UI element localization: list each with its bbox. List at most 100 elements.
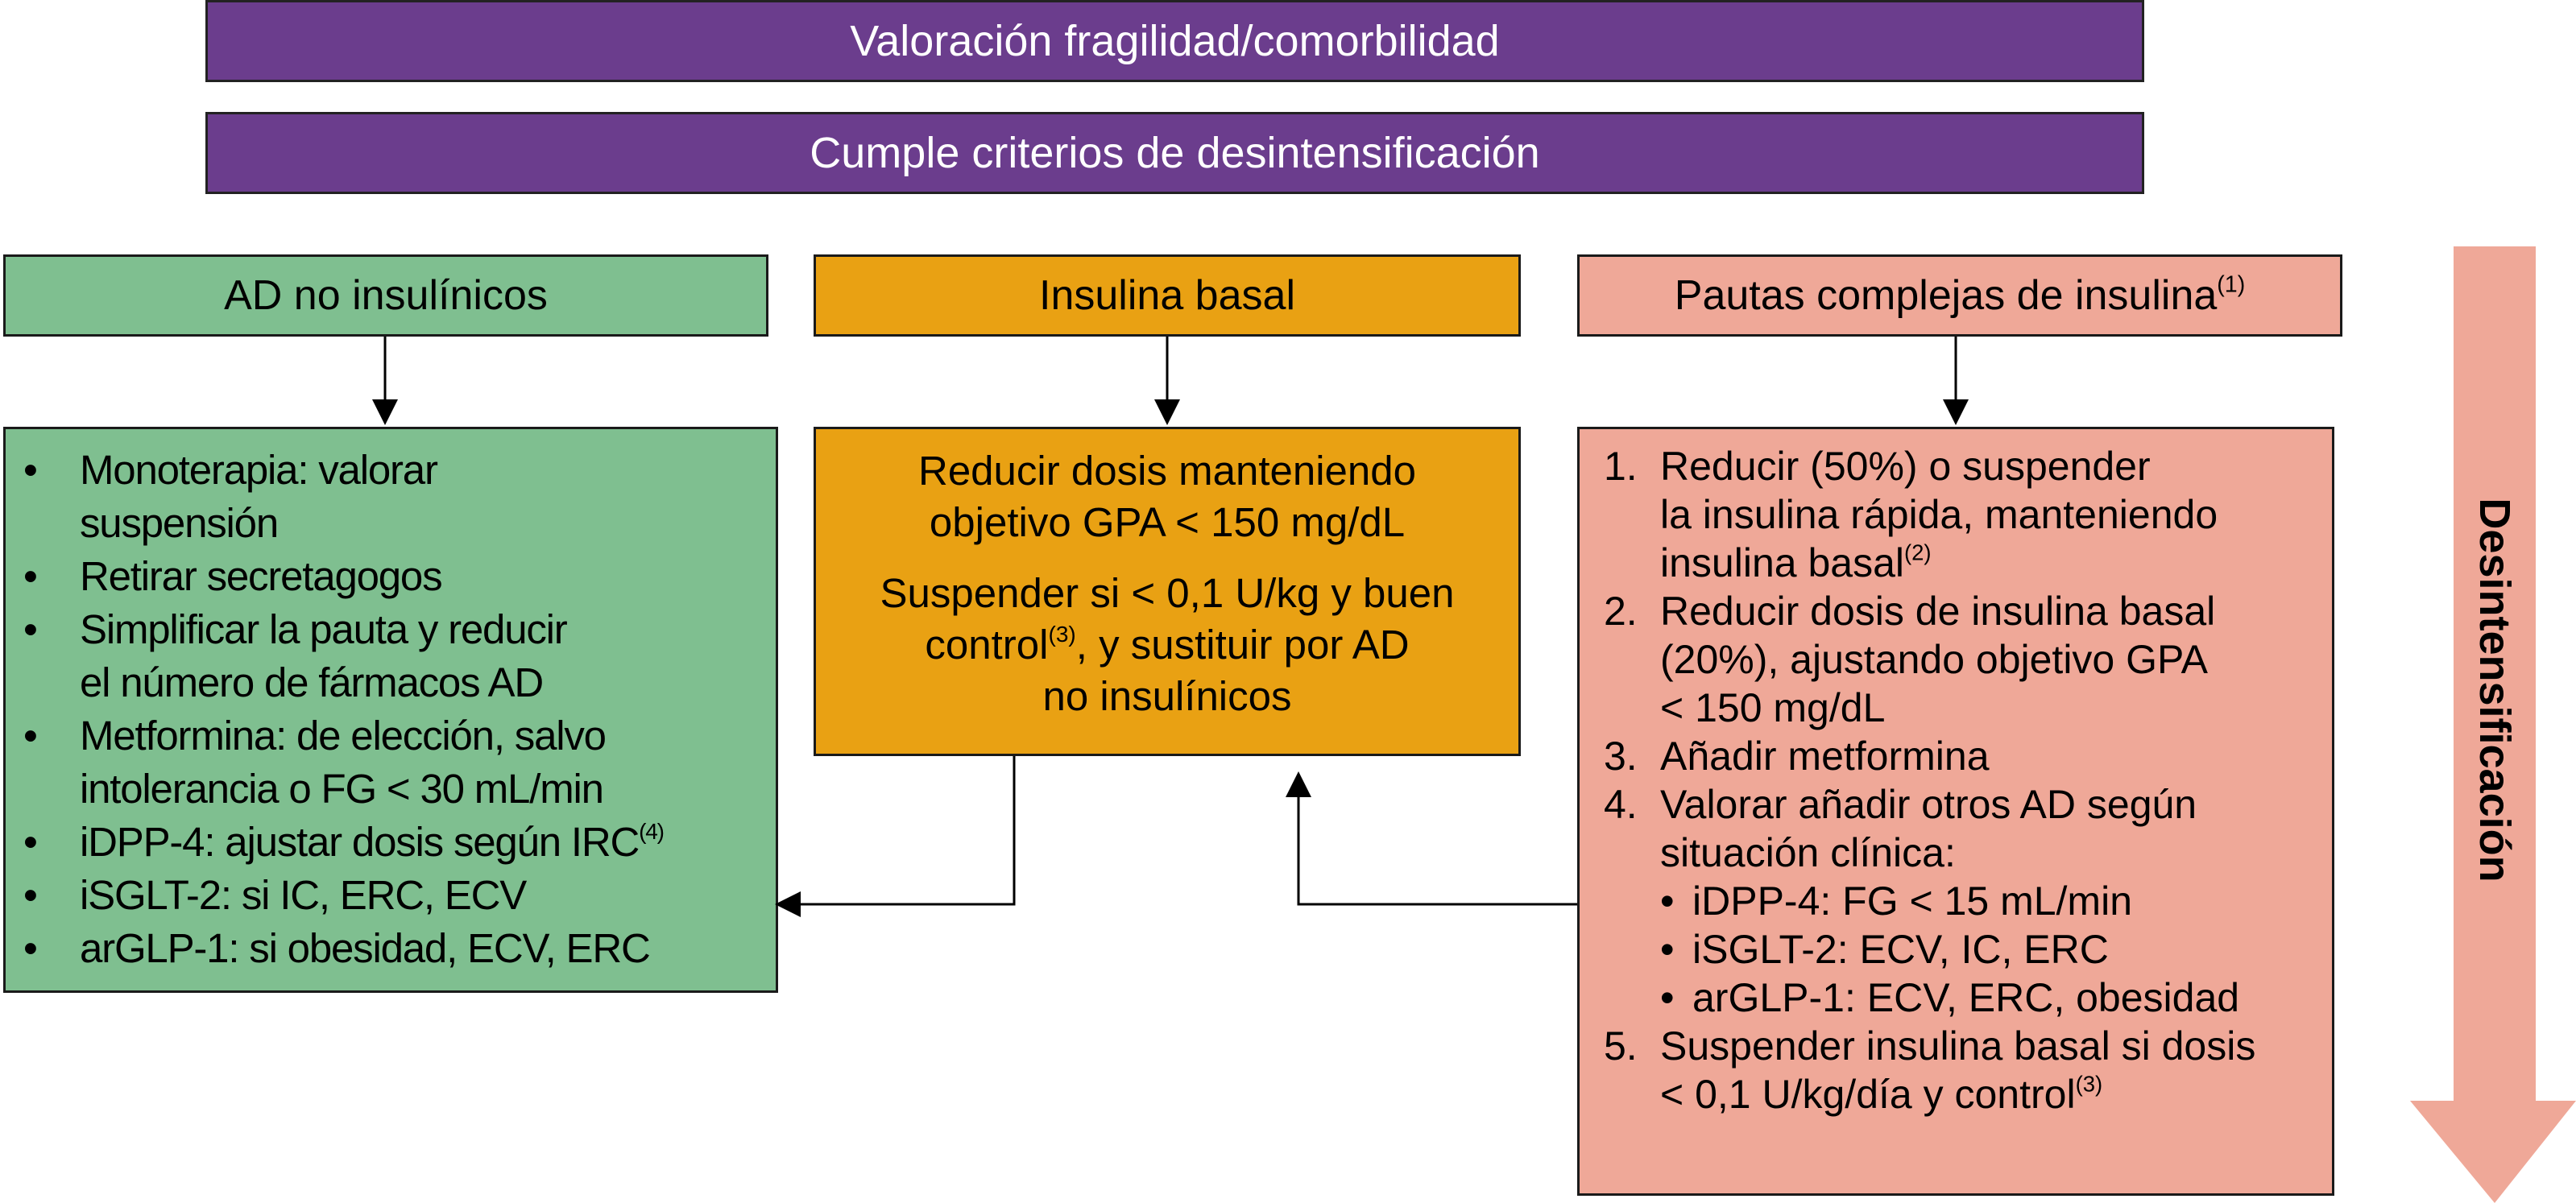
deintensification-label: Desintensificación [2470,498,2519,883]
connector-pink-to-orange [1297,796,1577,906]
complex-insulin-header-label: Pautas complejas de insulina(1) [1675,271,2245,320]
sub-item: • iSGLT-2: ECV, IC, ERC [1660,925,2332,974]
text-line: situación clínica: [1660,829,2332,877]
list-item: • arGLP-1: si obesidad, ECV, ERC [23,922,776,975]
frailty-assessment-label: Valoración fragilidad/comorbilidad [850,17,1500,65]
text-segment: iSGLT-2: si IC, ERC, ECV [80,872,527,918]
text-segment: objetivo GPA < 150 mg/dL [929,499,1406,545]
item-number: 4. [1604,782,1638,827]
bullet-icon: • [23,925,38,971]
text-line: < 150 mg/dL [1660,684,2332,732]
text-segment: Reducir dosis de insulina basal [1660,589,2216,634]
text-segment: Metformina: de elección, salvo [80,713,607,759]
footnote-ref: (2) [1903,539,1932,565]
bullet-icon: • [23,713,38,759]
text-line: iSGLT-2: si IC, ERC, ECV [80,869,776,922]
frailty-assessment-bar: Valoración fragilidad/comorbilidad [205,0,2144,82]
text-line: Retirar secretagogos [80,550,776,603]
text-line: Añadir metformina [1660,732,2332,780]
text-segment: < 150 mg/dL [1660,685,1886,730]
footnote-ref: (3) [1048,621,1076,647]
deintensification-arrow-icon [2410,246,2576,1203]
numbered-item: 5. Suspender insulina basal si dosis< 0,1… [1604,1022,2332,1118]
item-number: 2. [1604,589,1638,634]
arrowhead-icon [372,399,398,425]
text-segment: Suspender insulina basal si dosis [1660,1023,2256,1069]
text-line: Metformina: de elección, salvo [80,709,776,763]
text-line: el número de fármacos AD [80,656,776,709]
item-number: 3. [1604,734,1638,779]
bullet-icon: • [1660,975,1675,1020]
bullet-icon: • [23,447,38,493]
text-segment: el número de fármacos AD [80,659,544,705]
non-insulin-header: AD no insulínicos [3,254,768,337]
list-item: • Metformina: de elección, salvo intoleran… [23,709,776,816]
text-line: la insulina rápida, manteniendo [1660,490,2332,539]
text-line: Monoterapia: valorar [80,444,776,497]
item-number: 1. [1604,444,1638,489]
arrowhead-icon [1943,399,1969,425]
text-line: suspensión [80,497,776,550]
basal-insulin-header-label: Insulina basal [1039,272,1295,319]
text-line: iDPP-4: ajustar dosis según IRC(4) [80,816,776,869]
footnote-ref: (3) [2075,1071,2103,1097]
text-segment: iDPP-4: ajustar dosis según IRC [80,819,640,865]
paragraph: Reducir dosis manteniendo objetivo GPA < … [816,445,1518,548]
text-segment: intolerancia o FG < 30 mL/min [80,766,604,812]
text-line: (20%), ajustando objetivo GPA [1660,635,2332,684]
text-segment: Añadir metformina [1660,734,1990,779]
bullet-icon: • [23,553,38,599]
numbered-item: 3. Añadir metformina [1604,732,2332,780]
connector-orange-to-green [797,756,1016,906]
text-line: no insulínicos [816,671,1518,722]
text-line: Reducir (50%) o suspender [1660,442,2332,490]
bullet-icon: • [23,606,38,652]
text-segment: suspensión [80,500,279,546]
complex-insulin-header-text: Pautas complejas de insulina [1674,272,2218,319]
text-segment: Reducir dosis manteniendo [917,448,1417,494]
text-line: < 0,1 U/kg/día y control(3) [1660,1070,2332,1118]
arrowhead-icon [1154,399,1180,425]
text-line: arGLP-1: si obesidad, ECV, ERC [80,922,776,975]
text-segment: arGLP-1: si obesidad, ECV, ERC [80,925,651,971]
list-item: • iDPP-4: ajustar dosis según IRC(4) [23,816,776,869]
bullet-icon: • [1660,878,1675,924]
basal-insulin-steps-box: Reducir dosis manteniendo objetivo GPA < … [814,427,1521,756]
text-line: Simplificar la pauta y reducir [80,603,776,656]
text-line: insulina basal(2) [1660,539,2332,587]
non-insulin-header-label: AD no insulínicos [224,272,548,319]
text-line: Suspender si < 0,1 U/kg y buen [816,568,1518,619]
item-number: 5. [1604,1023,1638,1069]
list-item: • Retirar secretagogos [23,550,776,603]
text-line: intolerancia o FG < 30 mL/min [80,763,776,816]
text-line: Reducir dosis manteniendo [816,445,1518,497]
deintensification-criteria-label: Cumple criterios de desintensificación [810,129,1540,177]
text-line: Valorar añadir otros AD según [1660,780,2332,829]
numbered-item: 2. Reducir dosis de insulina basal(20%), … [1604,587,2332,732]
text-segment: control [925,622,1049,668]
text-segment: Simplificar la pauta y reducir [80,606,568,652]
text-segment: Suspender si < 0,1 U/kg y buen [880,570,1455,616]
text-line: control(3), y sustituir por AD [816,619,1518,671]
text-segment: , y sustituir por AD [1075,622,1410,668]
bullet-icon: • [1660,927,1675,972]
deintensification-criteria-bar: Cumple criterios de desintensificación [205,112,2144,194]
sub-item-text: iDPP-4: FG < 15 mL/min [1692,878,2132,924]
text-segment: Reducir (50%) o suspender [1660,444,2151,489]
bullet-icon: • [23,872,38,918]
sub-item-text: iSGLT-2: ECV, IC, ERC [1692,927,2109,972]
basal-insulin-header: Insulina basal [814,254,1521,337]
sub-item: • iDPP-4: FG < 15 mL/min [1660,877,2332,925]
text-segment: no insulínicos [1042,673,1292,719]
text-line: Reducir dosis de insulina basal [1660,587,2332,635]
list-item: • Monoterapia: valorar suspensión [23,444,776,550]
text-segment: Monoterapia: valorar [80,447,438,493]
bullet-icon: • [23,819,38,865]
text-segment: Retirar secretagogos [80,553,443,599]
text-segment: insulina basal [1660,540,1904,585]
